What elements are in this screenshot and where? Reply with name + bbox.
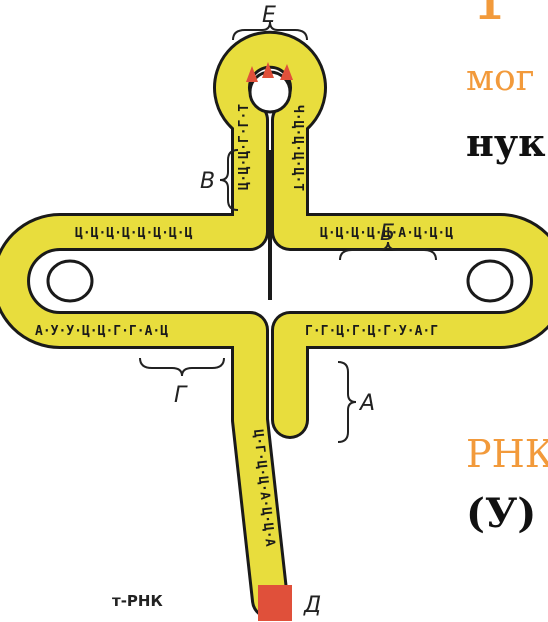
side-text-3: нук bbox=[466, 120, 546, 165]
seq-left-upper: Ц·Ц·Ц·Ц·Ц·Ц·Ц·Ц bbox=[75, 226, 193, 241]
side-text-1: Т bbox=[466, 0, 514, 36]
label-A: А bbox=[358, 391, 375, 416]
label-E: Е bbox=[262, 3, 276, 28]
tail-end-block bbox=[258, 585, 292, 621]
trna-caption: т-РНК bbox=[112, 592, 163, 610]
label-B: Б bbox=[380, 221, 395, 246]
seq-left-lower: А·У·У·Ц·Ц·Г·Г·А·Ц bbox=[35, 324, 168, 339]
side-text-4: РНК bbox=[466, 432, 548, 476]
label-V: В bbox=[200, 169, 215, 194]
side-text-5: (У) bbox=[466, 490, 536, 537]
side-text-2: мог bbox=[466, 58, 535, 99]
seq-top-left: Ц·Ц·Ц·Г·Г·Т bbox=[237, 104, 252, 190]
seq-top-right: Ч·Ц·Ц·Ц·Ц·Т bbox=[290, 105, 305, 191]
label-G: Г bbox=[174, 383, 188, 408]
seq-right-lower: Г·Г·Ц·Г·Ц·Г·У·А·Г bbox=[305, 324, 438, 339]
label-D: Д bbox=[303, 593, 321, 618]
